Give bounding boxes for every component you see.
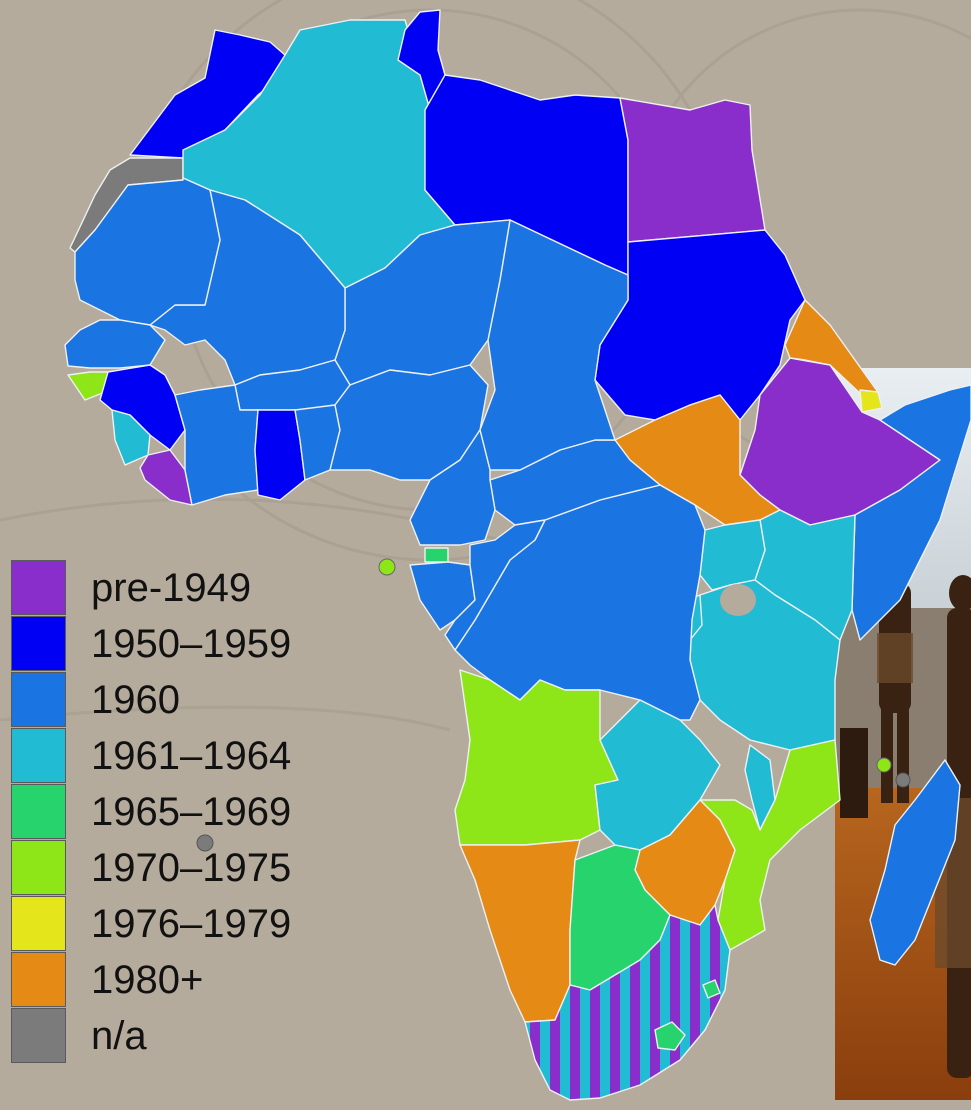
- island-comoros: [876, 757, 892, 773]
- legend-label: n/a: [91, 1014, 147, 1058]
- legend-label: pre-1949: [91, 566, 252, 610]
- region-cameroon: [409, 429, 496, 546]
- region-egypt: [619, 97, 766, 243]
- legend-item-1961-1964: 1961–1964: [11, 728, 311, 784]
- region-angola: [454, 669, 619, 846]
- legend-swatch: [11, 896, 66, 951]
- island-cabo-verde-gray: [196, 834, 214, 852]
- legend-swatch: [11, 728, 66, 783]
- region-somalia: [851, 384, 971, 641]
- region-djibouti: [859, 389, 883, 413]
- legend-swatch: [11, 616, 66, 671]
- legend-label: 1976–1979: [91, 902, 292, 946]
- region-mauritania: [74, 177, 221, 326]
- region-senegal: [64, 319, 166, 369]
- legend-swatch: [11, 560, 66, 615]
- legend-item-1970-1975: 1970–1975: [11, 840, 311, 896]
- legend-item-1960: 1960: [11, 672, 311, 728]
- legend-label: 1965–1969: [91, 790, 292, 834]
- legend-item-1950-1959: 1950–1959: [11, 616, 311, 672]
- legend-swatch: [11, 952, 66, 1007]
- lake-victoria: [720, 584, 756, 616]
- legend-label: 1980+: [91, 958, 204, 1002]
- region-congo: [444, 519, 546, 651]
- region-eritrea: [784, 299, 881, 399]
- island-sao-tome: [378, 558, 396, 576]
- legend-label: 1961–1964: [91, 734, 292, 778]
- legend-label: 1950–1959: [91, 622, 292, 666]
- legend-swatch: [11, 672, 66, 727]
- region-south-africa: [524, 904, 731, 1101]
- region-lesotho: [654, 1021, 686, 1051]
- legend-item-1976-1979: 1976–1979: [11, 896, 311, 952]
- legend-swatch: [11, 1008, 66, 1063]
- region-eswatini: [702, 979, 721, 999]
- island-mayotte: [895, 772, 911, 788]
- legend-label: 1970–1975: [91, 846, 292, 890]
- legend-swatch: [11, 840, 66, 895]
- region-equatorial-guinea: [424, 547, 449, 563]
- region-namibia: [459, 839, 581, 1023]
- legend-item-pre-1949: pre-1949: [11, 560, 311, 616]
- legend-item-1965-1969: 1965–1969: [11, 784, 311, 840]
- legend-item-na: n/a: [11, 1008, 311, 1064]
- legend-label: 1960: [91, 678, 180, 722]
- region-madagascar: [869, 759, 961, 966]
- region-liberia: [139, 449, 193, 506]
- region-chad: [479, 219, 629, 471]
- legend-swatch: [11, 784, 66, 839]
- legend-item-1980-plus: 1980+: [11, 952, 311, 1008]
- region-tunisia: [397, 9, 446, 111]
